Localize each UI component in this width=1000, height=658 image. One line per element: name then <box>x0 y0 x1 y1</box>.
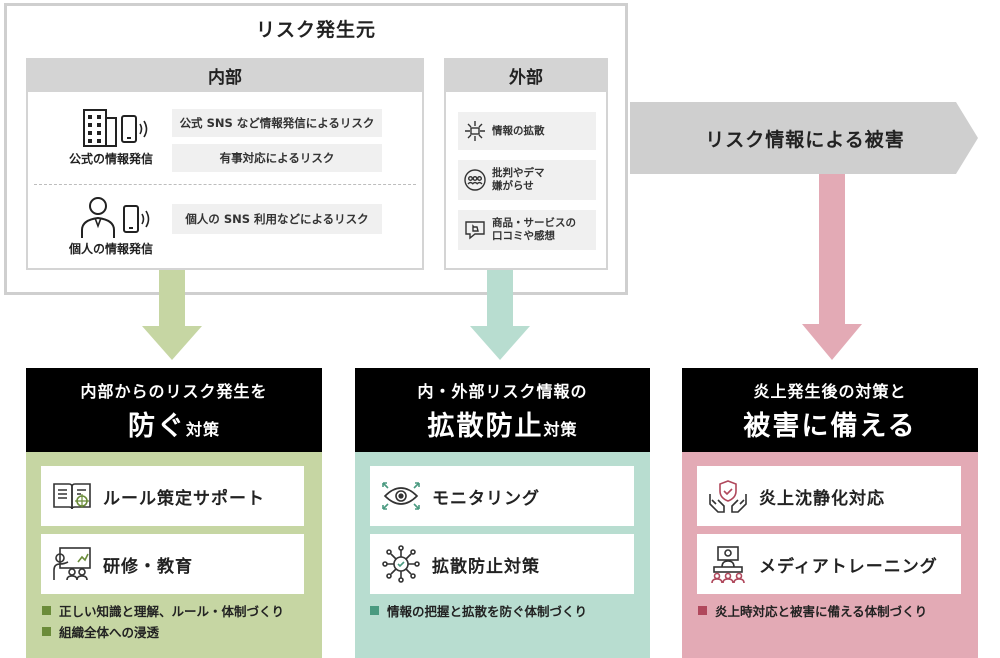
measure-card: 炎上沈静化対応 <box>697 466 961 526</box>
external-item-label: 批判やデマ <box>492 167 545 179</box>
external-item-label: 嫌がらせ <box>492 180 534 192</box>
rulebook-icon <box>41 479 103 513</box>
header-suffix: 対策 <box>185 419 220 439</box>
damage-label: リスク情報による被害 <box>705 128 905 151</box>
bullet-item: 正しい知識と理解、ルール・体制づくり <box>42 601 312 619</box>
external-item: 商品・サービスの 口コミや感想 <box>458 210 596 250</box>
internal-heading: 内部 <box>26 58 424 92</box>
green-down-arrow <box>142 270 202 360</box>
external-item: 情報の拡散 <box>458 112 596 150</box>
bullet-item: 情報の把握と拡散を防ぐ体制づくり <box>370 601 640 619</box>
bullet-text: 炎上時対応と被害に備える体制づくり <box>715 603 928 619</box>
header-line1: 内・外部リスク情報の <box>417 381 588 401</box>
bullet-marker <box>42 605 51 615</box>
shield-hands-icon <box>697 478 759 514</box>
measure-label: 拡散防止対策 <box>432 556 540 577</box>
damage-arrow <box>630 102 978 174</box>
training-icon <box>41 546 103 582</box>
bullet-marker <box>42 626 51 636</box>
office-building-phone-icon <box>72 104 152 150</box>
spread-prevention-header: 内・外部リスク情報の 拡散防止対策 <box>355 368 650 452</box>
risk-pill: 公式 SNS など情報発信によるリスク <box>172 109 382 137</box>
external-item: 批判やデマ 嫌がらせ <box>458 160 596 200</box>
header-main: 拡散防止 <box>427 410 544 442</box>
measure-card: メディアトレーニング <box>697 534 961 594</box>
bullet-item: 炎上時対応と被害に備える体制づくり <box>698 601 973 619</box>
external-item-label: 商品・サービスの <box>492 217 576 229</box>
eye-icon <box>370 479 432 513</box>
risk-source-title: リスク発生元 <box>255 18 376 41</box>
teal-down-arrow <box>470 270 530 360</box>
measure-label: ルール策定サポート <box>103 488 265 509</box>
measure-label: モニタリング <box>432 488 540 509</box>
review-icon <box>458 218 492 242</box>
bullet-text: 情報の把握と拡散を防ぐ体制づくり <box>387 603 588 619</box>
bullet-text: 正しい知識と理解、ルール・体制づくり <box>59 603 285 619</box>
press-conference-icon <box>697 545 759 583</box>
group-icon <box>458 168 492 192</box>
header-line1: 炎上発生後の対策と <box>753 381 907 401</box>
damage-preparation-header: 炎上発生後の対策と 被害に備える <box>682 368 978 452</box>
measure-card: 拡散防止対策 <box>370 534 634 594</box>
bullet-marker <box>370 605 379 615</box>
external-heading: 外部 <box>444 58 608 92</box>
header-main: 防ぐ <box>127 410 186 442</box>
external-item-label: 情報の拡散 <box>492 124 545 137</box>
person-phone-icon <box>74 194 154 240</box>
measure-label: メディアトレーニング <box>759 556 938 577</box>
official-caption: 公式の情報発信 <box>68 151 153 166</box>
header-line1: 内部からのリスク発生を <box>80 381 268 401</box>
pink-down-arrow <box>802 174 862 360</box>
bullet-item: 組織全体への浸透 <box>42 622 312 640</box>
spread-icon <box>458 119 492 143</box>
measure-label: 炎上沈静化対応 <box>759 488 885 509</box>
risk-pill: 個人の SNS 利用などによるリスク <box>172 204 382 234</box>
bullet-text: 組織全体への浸透 <box>59 624 160 640</box>
measure-card: モニタリング <box>370 466 634 526</box>
header-main: 被害に備える <box>743 410 917 442</box>
measure-label: 研修・教育 <box>103 556 193 577</box>
header-suffix: 対策 <box>543 419 578 439</box>
bullet-marker <box>698 605 707 615</box>
measure-card: ルール策定サポート <box>41 466 304 526</box>
network-icon <box>370 545 432 583</box>
prevention-header: 内部からのリスク発生を 防ぐ対策 <box>26 368 322 452</box>
measure-card: 研修・教育 <box>41 534 304 594</box>
external-item-label: 口コミや感想 <box>492 230 555 242</box>
risk-pill: 有事対応によるリスク <box>172 144 382 172</box>
divider <box>34 184 416 185</box>
personal-caption: 個人の情報発信 <box>68 241 153 256</box>
